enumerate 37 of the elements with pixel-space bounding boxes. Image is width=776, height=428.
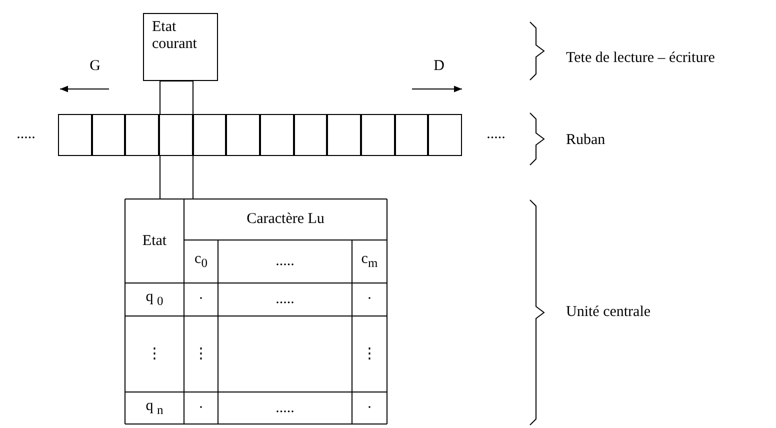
state-label: Etat courant — [152, 19, 198, 53]
ellipsis-text: ..... — [16, 126, 36, 142]
tape-cell — [294, 114, 328, 156]
table-cell: ..... — [276, 291, 294, 308]
tape-cell — [125, 114, 159, 156]
part-label: Ruban — [566, 132, 606, 148]
tape-cell — [226, 114, 260, 156]
direction-label: D — [434, 58, 444, 74]
tape-cell — [394, 114, 428, 156]
tape-cell — [327, 114, 362, 156]
row-header: Etat — [142, 232, 167, 250]
direction-label: G — [90, 58, 100, 74]
part-label: Unité centrale — [566, 304, 651, 320]
state-box — [143, 13, 218, 81]
column-header: c$_{0}$ — [194, 251, 208, 272]
table-cell: · — [367, 291, 372, 308]
tape-cell — [58, 114, 92, 156]
ellipsis-text: ..... — [486, 126, 506, 142]
tape-cell — [192, 114, 226, 156]
tape-cell — [92, 114, 126, 156]
table-cell: ..... — [276, 253, 294, 270]
row-header: ⋮ — [147, 346, 162, 362]
table-cell: ⋮ — [194, 346, 208, 362]
table-cell: · — [198, 400, 204, 416]
tape-cell — [159, 114, 193, 156]
column-header: Caractère Lu — [246, 211, 324, 228]
part-label: Tete de lecture – écriture — [566, 50, 715, 66]
column-header: c$_{m}$ — [361, 251, 378, 272]
row-header: q $_{0}$ — [146, 289, 164, 310]
table-cell: ⋮ — [362, 346, 377, 362]
table-cell: ..... — [276, 400, 294, 416]
table-cell: · — [198, 291, 204, 308]
row-header: q $_{n}$ — [146, 398, 164, 418]
tape-cell — [260, 114, 294, 156]
tape-cell — [361, 114, 395, 156]
table-cell: · — [367, 400, 372, 416]
tape-cell — [428, 114, 462, 156]
